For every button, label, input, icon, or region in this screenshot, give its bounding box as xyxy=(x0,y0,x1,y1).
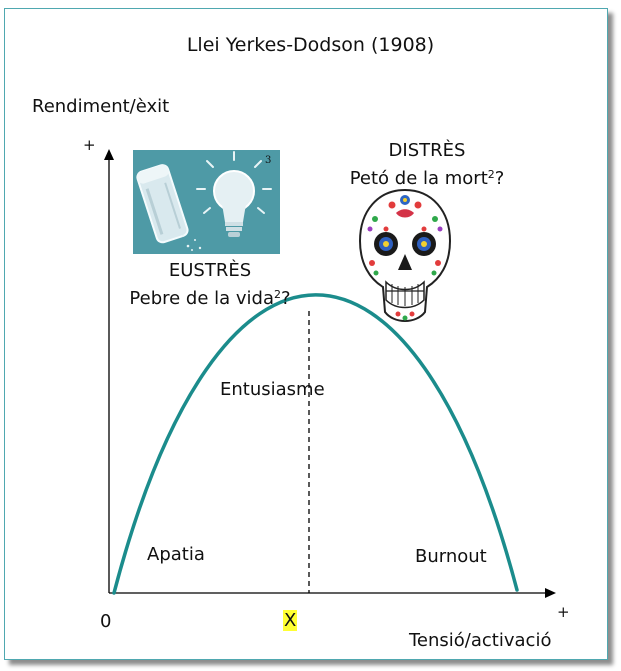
optimum-x-marker: X xyxy=(283,610,298,631)
distres-subtitle: Petó de la mort2? xyxy=(349,168,505,189)
eustres-subtitle: Pebre de la vida2? xyxy=(129,288,291,309)
salt-shaker-icon xyxy=(136,164,189,244)
eustres-label: EUSTRÈS Pebre de la vida2? xyxy=(0,259,420,311)
distres-title: DISTRÈS xyxy=(388,140,466,161)
eustres-image xyxy=(133,150,280,254)
low-activation-label: Apatia xyxy=(147,544,205,565)
distres-label: DISTRÈS Petó de la mort2? xyxy=(332,139,522,191)
y-axis-arrowhead xyxy=(104,149,114,160)
eustres-title: EUSTRÈS xyxy=(168,260,252,281)
y-axis-label: Rendiment/èxit xyxy=(32,96,170,117)
diagram-title: Llei Yerkes-Dodson (1908) xyxy=(186,34,435,56)
y-axis-plus: + xyxy=(83,136,96,154)
performance-curve xyxy=(112,293,519,595)
high-activation-label: Burnout xyxy=(415,546,487,567)
lightbulb-icon xyxy=(196,151,272,237)
image-footnote: 3 xyxy=(265,155,271,166)
x-axis-label: Tensió/activació xyxy=(409,630,552,651)
x-axis-arrowhead xyxy=(545,588,556,598)
origin-label: 0 xyxy=(100,611,112,632)
x-axis-plus: + xyxy=(557,603,570,621)
peak-label: Entusiasme xyxy=(220,379,325,400)
sugar-skull-icon xyxy=(358,188,452,322)
salt-grains xyxy=(182,235,202,251)
